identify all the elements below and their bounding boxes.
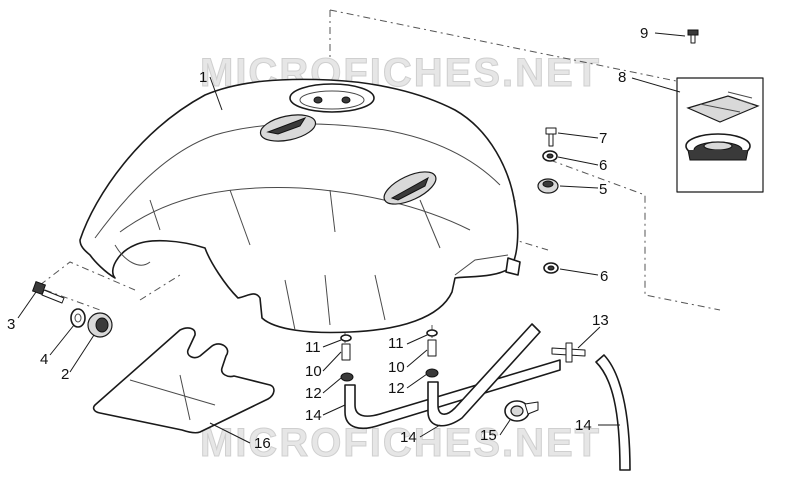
callout-13: 13 xyxy=(592,312,609,329)
hardware-parts xyxy=(31,29,699,422)
callout-14-right: 14 xyxy=(575,417,592,434)
callout-3: 3 xyxy=(7,316,15,333)
callout-12-right: 12 xyxy=(388,380,405,397)
callout-5: 5 xyxy=(599,181,607,198)
callout-15: 15 xyxy=(480,427,497,444)
callout-10-left: 10 xyxy=(305,363,322,380)
callout-14-middle: 14 xyxy=(400,429,417,446)
callout-6-top: 6 xyxy=(599,157,607,174)
callout-4: 4 xyxy=(40,351,48,368)
callout-8: 8 xyxy=(618,69,626,86)
watermark-bottom: MICROFICHES.NET xyxy=(200,421,601,465)
callout-1: 1 xyxy=(199,69,207,86)
callout-11-right: 11 xyxy=(388,335,404,352)
fuel-tank xyxy=(79,78,521,334)
callout-9: 9 xyxy=(640,25,648,42)
callout-11-left: 11 xyxy=(305,339,321,356)
leader-lines xyxy=(17,32,686,444)
callout-14-left: 14 xyxy=(305,407,322,424)
callout-10-right: 10 xyxy=(388,359,405,376)
tank-pad xyxy=(92,327,275,434)
callout-7: 7 xyxy=(599,130,607,147)
callout-6-bottom: 6 xyxy=(600,268,608,285)
callout-labels: 1 2 3 4 5 6 6 7 8 9 10 10 11 11 12 12 13… xyxy=(7,25,648,452)
hoses xyxy=(344,323,631,471)
callout-2: 2 xyxy=(61,366,69,383)
fuel-cap-assembly xyxy=(676,77,764,193)
callout-16: 16 xyxy=(254,435,271,452)
callout-12-left: 12 xyxy=(305,385,322,402)
